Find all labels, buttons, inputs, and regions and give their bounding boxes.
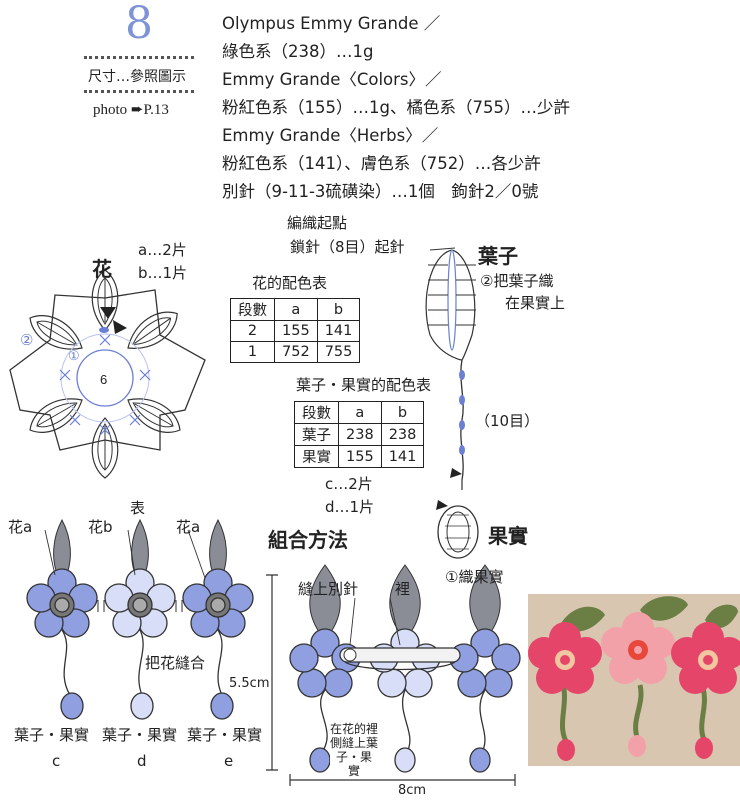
sew-note-line: 實 [348,764,361,778]
leaf-chart [425,247,476,510]
round-1-marker: ① [68,348,80,363]
materials-list: Olympus Emmy Grande ／ 綠色系（238）…1g Emmy G… [222,10,570,206]
table-cell: 238 [338,423,382,446]
join-note: 把花縫合 [145,654,206,672]
leaf-fruit-label: 葉子・果實 [187,726,263,744]
table-cell: 141 [316,320,361,342]
leaf-note-1: ②把葉子織 [480,272,554,290]
flower-b-label: 花b [88,518,113,536]
table-cell: 238 [380,423,425,446]
table-header: a [338,401,382,424]
leaf-title: 葉子 [478,244,518,268]
fruit-chart [437,505,479,559]
sew-note-line: 側縫上葉 [330,736,379,750]
table-header: 段數 [230,298,275,321]
back-label: 裡 [395,580,411,598]
table-cell: 2 [230,320,275,342]
material-line: 別針（9-11-3硫磺染）…1個 鉤針2／0號 [222,182,539,201]
leaf-start-label: 編織起點 [287,214,348,232]
round-2-marker: ② [20,332,33,349]
front-view-illustration [26,518,254,720]
flower-a-label: 花a [8,518,33,536]
flower-title: 花 [92,257,112,281]
pattern-number: 8 [125,0,153,49]
piece-letter-d: d [137,752,147,770]
leaf-qty-c: c…2片 [325,475,373,493]
leaf-stem-count: （10目） [475,412,540,430]
table-cell: 1 [230,341,275,363]
divider-bottom [84,90,194,93]
table-cell: 141 [380,445,425,468]
flower-a2-label: 花a [176,518,201,536]
assembly-illustration [266,564,521,786]
flower-qty-a: a…2片 [138,241,187,259]
material-line: 粉紅色系（155）…1g、橘色系（755）…少許 [222,98,570,117]
leaf-fruit-label: 葉子・果實 [102,726,178,744]
leaf-qty-d: d…1片 [325,498,375,516]
table-cell: 755 [316,341,361,363]
sew-note-line: 子・果 [336,750,373,764]
flower-color-table-title: 花的配色表 [252,274,328,292]
material-line: 綠色系（238）…1g [222,42,374,61]
leaf-fruit-label: 葉子・果實 [14,726,90,744]
fruit-title: 果實 [488,524,528,548]
material-line: Olympus Emmy Grande ／ [222,14,441,33]
table-header: b [316,298,361,321]
piece-letter-e: e [224,752,234,770]
sew-note: 在花的裡 側縫上葉 子・果 實 [330,722,379,778]
sew-note-line: 在花的裡 [330,722,379,736]
table-cell: 155 [274,320,318,342]
pin-label: 縫上別針 [298,580,359,598]
divider-top [84,56,194,59]
material-line: 粉紅色系（141）、膚色系（752）…各少許 [222,154,541,173]
fruit-note: ①織果實 [445,568,504,586]
table-cell: 155 [338,445,382,468]
material-line: Emmy Grande〈Herbs〉／ [222,126,439,145]
flower-center-count: 6 [100,372,107,387]
piece-letter-c: c [52,752,61,770]
table-cell: 752 [274,341,318,363]
leaf-note-2: 在果實上 [505,294,566,312]
flower-chart: 6 ① ② [9,269,206,479]
material-line: Emmy Grande〈Colors〉／ [222,70,442,89]
assembly-title: 組合方法 [268,528,348,552]
table-header: a [274,298,318,321]
front-view-label: 表 [130,499,146,517]
finished-brooch-photo [528,594,740,766]
flower-qty-b: b…1片 [138,264,188,282]
photo-reference: photo ➨P.13 [93,102,169,118]
leaf-fruit-color-table-title: 葉子・果實的配色表 [296,376,432,394]
table-cell: 葉子 [294,423,339,446]
height-dimension: 5.5cm [229,676,270,691]
leaf-chain-label: 鎖針（8目）起針 [290,238,405,256]
size-note: 尺寸…參照圖示 [88,69,186,85]
width-dimension: 8cm [398,783,427,798]
table-cell: 果實 [294,445,339,468]
table-header: 段數 [294,401,339,424]
table-header: b [380,401,425,424]
